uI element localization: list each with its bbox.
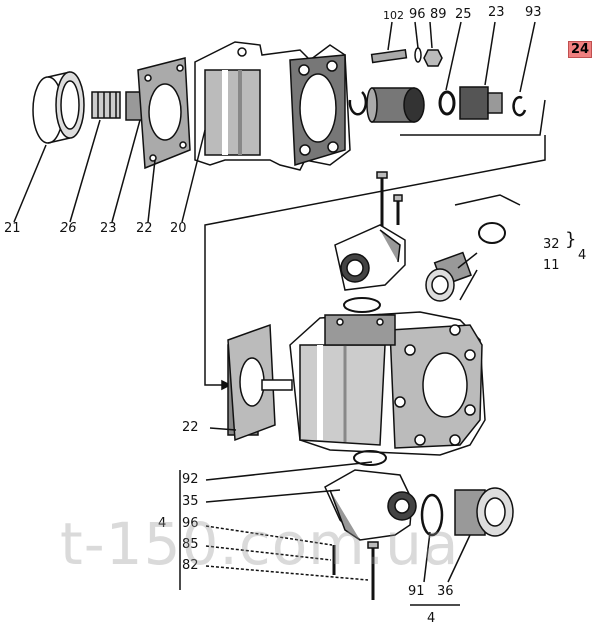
gasket-part-top [137,57,191,170]
elbow-fitting-bottom [324,469,417,541]
o-ring-mid-top [478,222,506,244]
label-4-mid: 4 [578,248,587,263]
label-96-bottom: 96 [182,516,199,531]
o-ring-mid-bottom [343,297,381,313]
ring-part-25 [438,90,456,116]
elbow-fitting-mid [334,224,406,291]
gear-part-right [459,86,503,120]
washer-part-96 [414,47,422,63]
pump-housing-top [194,41,351,171]
o-ring-bottom-top [353,450,387,466]
label-25: 25 [455,7,472,22]
label-96-top: 96 [409,7,426,22]
label-93: 93 [525,5,542,20]
label-92: 92 [182,472,199,487]
bearing-ring-part [32,71,85,144]
gasket-mid [227,323,276,442]
label-22-top: 22 [136,221,153,236]
union-fitting-bottom [454,487,514,537]
label-20: 20 [170,221,187,236]
label-85: 85 [182,537,199,552]
label-102: 102 [383,9,404,22]
shaft-part [261,379,293,391]
svg-text:}: } [565,229,576,250]
roller-bearing-part [91,91,121,119]
label-32: 32 [543,237,560,252]
ring-part-93 [512,96,527,117]
bolt-part-102 [370,48,408,64]
label-4-bottom-left: 4 [158,516,167,531]
label-89: 89 [430,7,447,22]
bolt-vertical-parts [376,171,403,230]
watermark: t-150.com.ua [60,510,460,578]
label-26: 26 [60,221,77,236]
label-23-right: 23 [488,5,505,20]
highlighted-part-24[interactable]: 24 [568,41,593,58]
label-23-left: 23 [100,221,117,236]
label-82: 82 [182,558,199,573]
pump-housing-main [227,311,486,456]
label-35: 35 [182,494,199,509]
label-91: 91 [408,584,425,599]
o-ring-bottom-right [420,493,444,537]
nut-part-89 [423,49,443,67]
snap-ring-part [348,91,368,116]
sleeve-part [366,87,425,123]
union-fitting-mid [425,251,472,302]
label-21: 21 [4,221,21,236]
label-22-mid: 22 [182,420,199,435]
label-11: 11 [543,258,560,273]
bolt-bottom-parts [332,541,379,600]
label-36: 36 [437,584,454,599]
label-4-bottom: 4 [427,611,436,626]
